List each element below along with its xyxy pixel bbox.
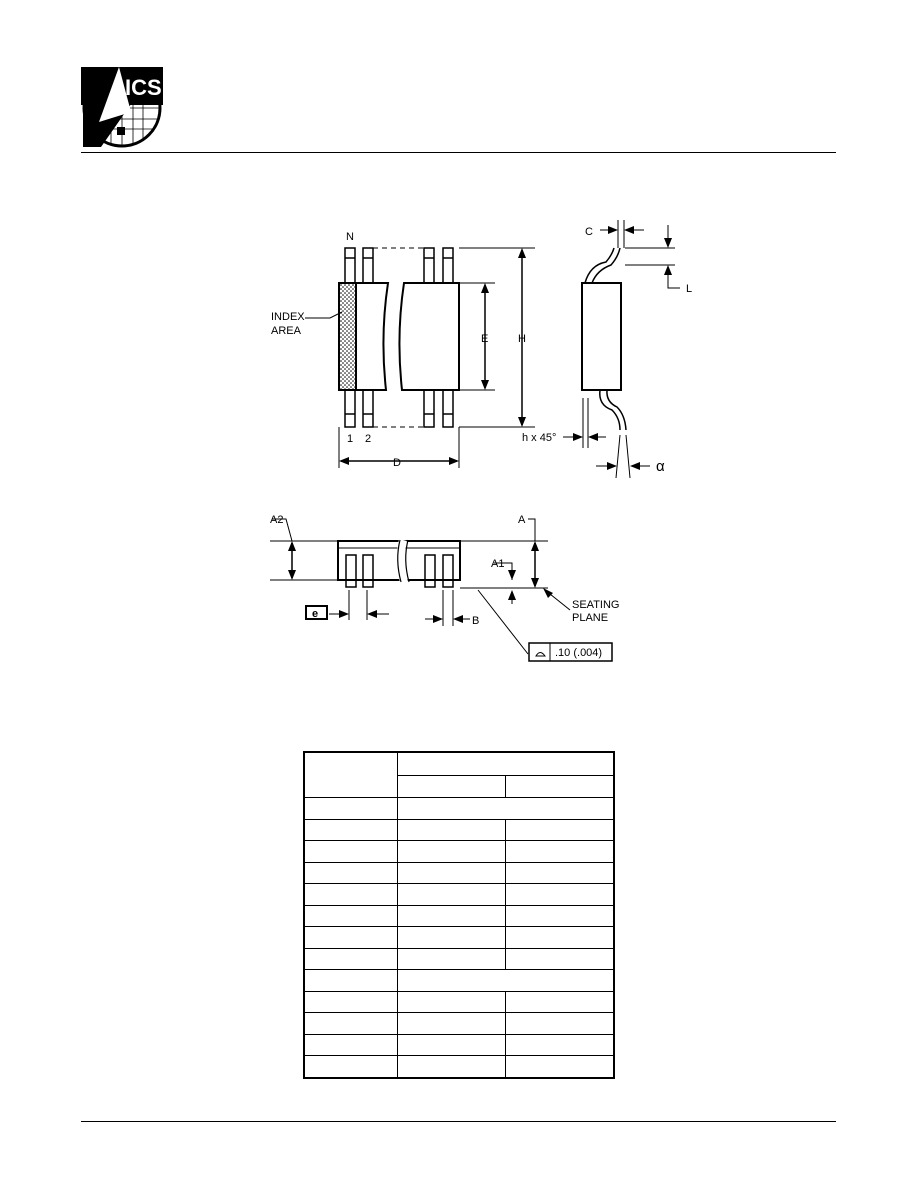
table-cell: [397, 840, 506, 863]
table-cell: [505, 840, 615, 863]
table-cell: [505, 1033, 615, 1056]
table-cell: [397, 774, 506, 799]
table-cell: [397, 861, 506, 884]
table-row: [304, 774, 615, 799]
logo-text: ICS: [125, 75, 162, 100]
table-cell: [303, 969, 398, 992]
table-row: [303, 926, 615, 949]
table-cell: [303, 1055, 398, 1078]
table-cell: [397, 818, 506, 841]
label-dim-a: A: [518, 514, 526, 526]
table-row: [303, 840, 615, 863]
table-cell: [303, 1012, 398, 1035]
header-rule: [81, 152, 836, 153]
label-dim-e: E: [481, 333, 488, 345]
dimension-table: [303, 751, 615, 1079]
footer-rule: [81, 1121, 836, 1122]
table-cell: [303, 990, 398, 1013]
label-dim-l: L: [686, 283, 692, 295]
table-cell: [397, 797, 615, 820]
table-cell: [505, 883, 615, 906]
table-cell: [397, 1033, 506, 1056]
table-row: [303, 904, 615, 927]
label-seating-2: PLANE: [572, 612, 608, 624]
table-cell: [505, 1012, 615, 1035]
label-pin-2: 2: [365, 433, 371, 445]
table-cell: [505, 947, 615, 970]
table-cell: [505, 774, 615, 799]
table-cell: [505, 818, 615, 841]
label-dim-e-box: e: [312, 608, 318, 620]
table-cell: [397, 969, 615, 992]
table-row: [303, 818, 615, 841]
table-cell: [303, 751, 398, 798]
table-cell: [303, 1033, 398, 1056]
label-dim-a2: A2: [270, 514, 283, 526]
table-cell: [505, 904, 615, 927]
table-cell: [397, 883, 506, 906]
table-cell: [303, 926, 398, 949]
table-row: [303, 861, 615, 884]
table-row: [303, 1055, 615, 1078]
label-dim-b: B: [472, 615, 479, 627]
table-cell: [397, 947, 506, 970]
table-row: [303, 990, 615, 1013]
table-cell: [397, 751, 615, 776]
table-cell: [397, 1012, 506, 1035]
label-seating-1: SEATING: [572, 599, 619, 611]
table-cell: [397, 1055, 506, 1078]
table-cell: [303, 947, 398, 970]
label-dim-c: C: [585, 226, 593, 238]
label-flatness: .10 (.004): [555, 647, 602, 659]
table-cell: [303, 904, 398, 927]
ics-logo: ICS: [81, 67, 163, 148]
table-row: [303, 797, 615, 820]
label-index-area-2: AREA: [271, 325, 302, 337]
label-pin-n: N: [346, 231, 354, 243]
table-row: [303, 883, 615, 906]
label-dim-a1: A1: [491, 558, 504, 570]
label-dim-h: H: [518, 333, 526, 345]
label-h45: h x 45°: [522, 432, 556, 444]
package-drawing: N 1 2 INDEX AREA E H D C L h x 45° α A2 …: [270, 220, 692, 662]
table-cell: [505, 861, 615, 884]
table-cell: [303, 861, 398, 884]
table-row: [303, 969, 615, 992]
label-alpha: α: [656, 458, 665, 475]
table-cell: [505, 926, 615, 949]
label-dim-d: D: [393, 457, 401, 469]
table-cell: [505, 1055, 615, 1078]
table-cell: [303, 818, 398, 841]
table-cell: [397, 904, 506, 927]
label-pin-1: 1: [347, 433, 353, 445]
label-index-area-1: INDEX: [271, 311, 305, 323]
table-cell: [397, 990, 506, 1013]
table-cell: [505, 990, 615, 1013]
table-row: [303, 947, 615, 970]
table-cell: [303, 840, 398, 863]
table-cell: [303, 797, 398, 820]
table-row: [303, 1012, 615, 1035]
table-row: [303, 1033, 615, 1056]
table-cell: [397, 926, 506, 949]
table-row: [303, 751, 615, 798]
table-cell: [303, 883, 398, 906]
